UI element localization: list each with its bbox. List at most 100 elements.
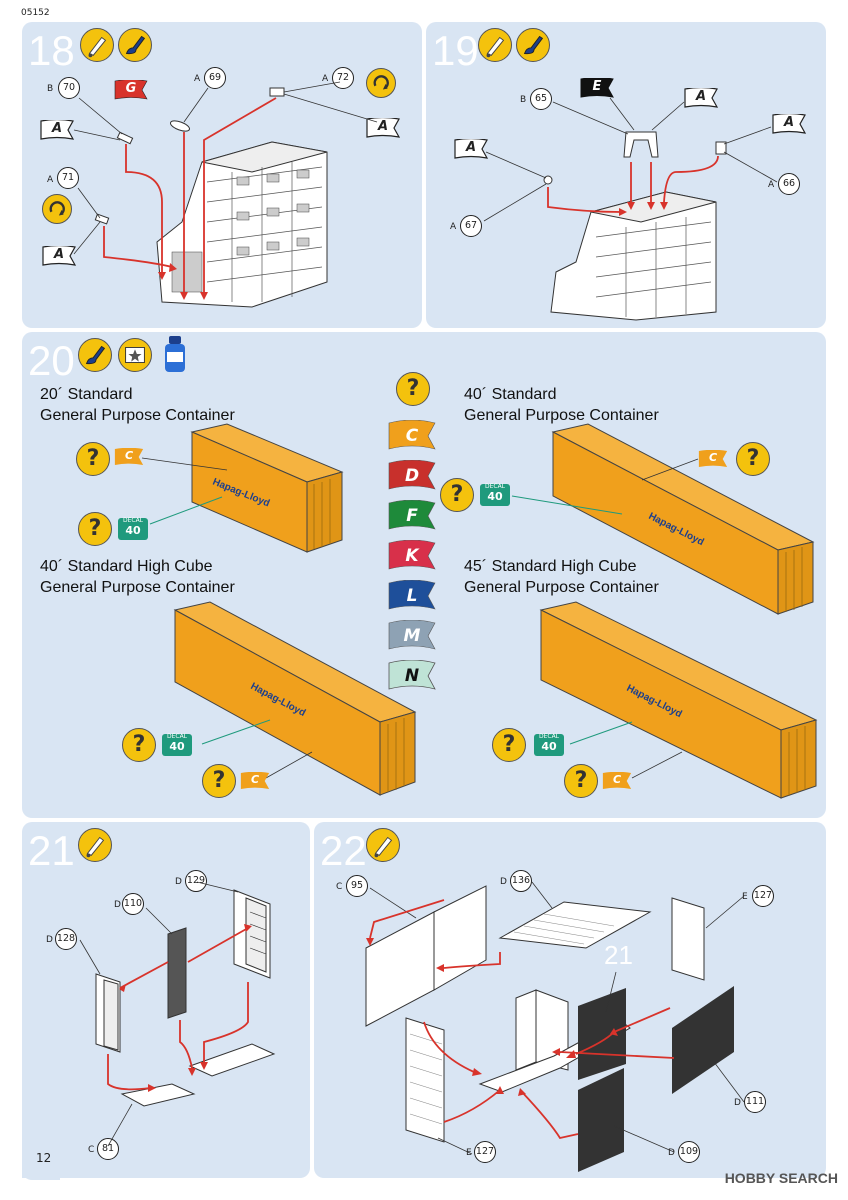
- question-icon: ?: [564, 764, 598, 798]
- step-19-panel: 19 B 65 A 66 A 67 E A A A: [426, 22, 826, 328]
- paint-flag: A: [40, 118, 75, 140]
- ship-superstructure-drawing: [156, 141, 328, 308]
- part-number: 71: [57, 167, 79, 189]
- step-22-panel: 22 C 95 D 136 E 127 D 111 D 109 E 127 21: [314, 822, 826, 1178]
- part-number: 127: [752, 885, 774, 907]
- color-flag-l: L: [388, 579, 436, 612]
- rotate-icon: [366, 68, 396, 98]
- question-icon: ?: [202, 764, 236, 798]
- step-20-panel: 20 20´ Standard General Purpose Containe…: [22, 332, 826, 818]
- step-reference-label: 21: [604, 940, 633, 970]
- assembly-arrows: [483, 97, 778, 222]
- question-icon: ?: [122, 728, 156, 762]
- step-number: 19: [432, 27, 479, 74]
- sprue-letter: C: [88, 1145, 95, 1155]
- glue-icon: [478, 28, 512, 62]
- part-number: 65: [530, 88, 552, 110]
- callout-leader-lines: [141, 457, 699, 779]
- sprue-letter: C: [336, 882, 343, 892]
- container-40ft-hc-drawing: Hapag-Lloyd: [173, 601, 417, 796]
- container-title-20ft: 20´ Standard General Purpose Container: [40, 386, 235, 424]
- question-icon: ?: [440, 478, 474, 512]
- glue-icon: [366, 828, 400, 862]
- paint-brush-icon: [118, 28, 152, 62]
- decal-icon: [118, 338, 152, 372]
- container-color-flag: C: [240, 771, 270, 790]
- paint-flag: A: [454, 137, 489, 159]
- sprue-letter: D: [175, 877, 182, 887]
- sprue-letter: D: [46, 935, 53, 945]
- sprue-letter: D: [734, 1098, 741, 1108]
- part-number: 67: [460, 215, 482, 237]
- container-color-flag: C: [114, 447, 144, 466]
- decal-solution-icon: [165, 336, 185, 372]
- paint-flag: A: [684, 86, 719, 108]
- part-number: 70: [58, 77, 80, 99]
- container-color-flag: C: [602, 771, 632, 790]
- question-icon: ?: [492, 728, 526, 762]
- document-code: 05152: [21, 8, 50, 18]
- color-flag-m: M: [388, 619, 436, 652]
- sprue-letter: E: [742, 892, 748, 902]
- part-number: 111: [744, 1091, 766, 1113]
- color-flag-n: N: [388, 659, 436, 692]
- sprue-letter: A: [47, 175, 54, 185]
- part-number: 69: [204, 67, 226, 89]
- part-number: 127: [474, 1141, 496, 1163]
- part-number: 95: [346, 875, 368, 897]
- page-number-tab: 12: [22, 1140, 60, 1180]
- color-flag-k: K: [388, 539, 436, 572]
- assembly-arrows: [73, 81, 378, 300]
- sprue-letter: E: [466, 1148, 472, 1158]
- question-icon: ?: [76, 442, 110, 476]
- paint-flag-black: E: [580, 77, 614, 98]
- step-number: 22: [320, 827, 367, 874]
- container-color-flag: C: [698, 449, 728, 468]
- step-number: 18: [28, 27, 75, 74]
- container-title-40ft-hc: 40´ Standard High Cube General Purpose C…: [40, 558, 235, 596]
- part-number: 81: [97, 1138, 119, 1160]
- step-number: 20: [28, 337, 75, 384]
- watermark: HOBBY SEARCH: [724, 1170, 838, 1186]
- container-title-40ft: 40´ Standard General Purpose Container: [464, 386, 659, 424]
- part-number: 110: [122, 893, 144, 915]
- glue-icon: [78, 828, 112, 862]
- paint-flag-red: G: [114, 79, 148, 100]
- sprue-letter: A: [768, 180, 775, 190]
- sprue-letter: D: [500, 877, 507, 887]
- step-number: 21: [28, 827, 75, 874]
- paint-flag: A: [42, 244, 77, 266]
- sprue-letter: A: [322, 74, 329, 84]
- color-flag-d: D: [388, 459, 436, 492]
- paint-brush-icon: [516, 28, 550, 62]
- sprue-letter: D: [668, 1148, 675, 1158]
- step-21-panel: 21 D 129 D 110 D 128 C 81: [22, 822, 310, 1178]
- color-flag-c: C: [388, 419, 436, 452]
- sprue-letter: D: [114, 900, 121, 910]
- container-20ft-drawing: Hapag-Lloyd: [190, 423, 344, 553]
- part-number: 136: [510, 870, 532, 892]
- paint-flag: A: [366, 116, 401, 138]
- color-flag-f: F: [388, 499, 436, 532]
- question-icon: ?: [736, 442, 770, 476]
- container-interior-parts-drawing: [79, 881, 276, 1147]
- glue-icon: [80, 28, 114, 62]
- sprue-letter: B: [520, 95, 527, 105]
- part-number: 109: [678, 1141, 700, 1163]
- ship-superstructure-drawing: [550, 191, 717, 321]
- question-icon: ?: [78, 512, 112, 546]
- sprue-letter: A: [194, 74, 201, 84]
- sprue-letter: B: [47, 84, 54, 94]
- paint-brush-icon: [78, 338, 112, 372]
- container-40ft-drawing: Hapag-Lloyd: [551, 423, 815, 615]
- part-number: 66: [778, 173, 800, 195]
- container-assembly-drawing: [365, 881, 745, 1172]
- container-title-45ft-hc: 45´ Standard High Cube General Purpose C…: [464, 558, 659, 596]
- step-18-panel: 18 B 70 A 69 A 72 A 71 A G A: [22, 22, 422, 328]
- rotate-icon: [42, 194, 72, 224]
- part-number: 129: [185, 870, 207, 892]
